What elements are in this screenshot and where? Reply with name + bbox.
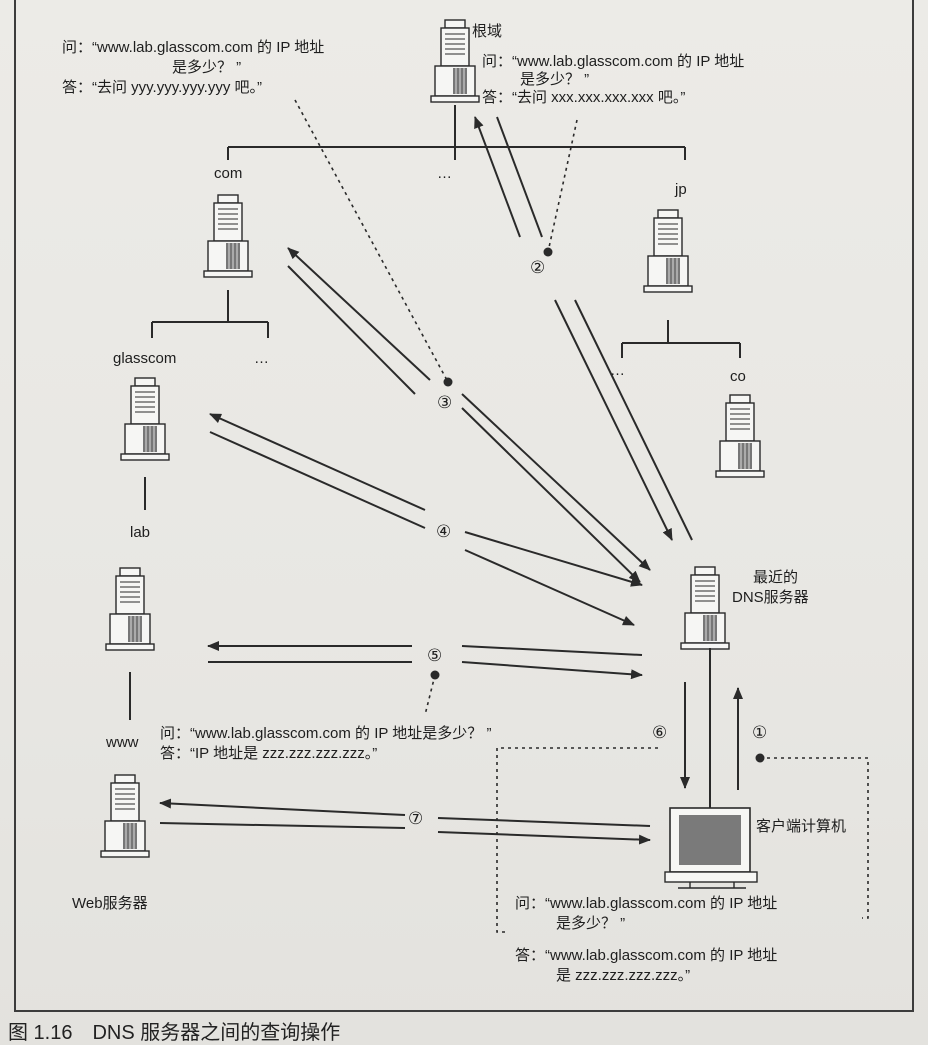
- client-computer-icon: [664, 807, 758, 889]
- top-left-question-cont: 是多少？ ”: [172, 59, 241, 76]
- co-label: co: [730, 368, 746, 385]
- glasscom-label: glasscom: [113, 350, 176, 367]
- figure-caption: 图 1.16 DNS 服务器之间的查询操作: [8, 1016, 340, 1045]
- root-domain-label: 根域: [472, 23, 502, 40]
- callout-dots: [430, 247, 765, 763]
- client-answer: 答：“www.lab.glasscom.com 的 IP 地址: [515, 947, 777, 964]
- lab-label: lab: [130, 524, 150, 541]
- step-2-label: ②: [530, 258, 545, 277]
- client-question-cont: 是多少？ ”: [556, 915, 625, 932]
- step-3-label: ③: [437, 393, 452, 412]
- web-server-label: Web服务器: [72, 895, 148, 912]
- figure-frame: [14, 0, 914, 1012]
- www-label: www: [105, 734, 139, 751]
- nearest-dns-label-line1: 最近的: [753, 569, 798, 586]
- lab-server-icon: [105, 567, 155, 651]
- step-1-label: ①: [752, 723, 767, 742]
- step-6-label: ⑥: [652, 723, 667, 742]
- glasscom-server-icon: [120, 377, 170, 461]
- callout-leaders: [294, 99, 869, 933]
- tree-connectors: [129, 105, 741, 720]
- top-left-answer: 答：“去问 yyy.yyy.yyy.yyy 吧。”: [62, 79, 262, 96]
- jp-server-icon: [643, 209, 693, 293]
- root-answer: 答：“去问 xxx.xxx.xxx.xxx 吧。”: [482, 89, 685, 106]
- nearest-dns-server-icon: [680, 566, 730, 650]
- com-ellipsis: …: [254, 350, 269, 367]
- root-ellipsis: …: [437, 165, 452, 182]
- lab-question: 问：“www.lab.glasscom.com 的 IP 地址是多少？ ”: [160, 725, 491, 742]
- client-computer-label: 客户端计算机: [756, 817, 846, 835]
- client-question: 问：“www.lab.glasscom.com 的 IP 地址: [515, 895, 777, 912]
- top-left-question: 问：“www.lab.glasscom.com 的 IP 地址: [62, 39, 324, 56]
- root-question-cont: 是多少？ ”: [520, 71, 589, 88]
- figure-number: 图 1.16: [8, 1022, 73, 1044]
- com-server-icon: [203, 194, 253, 278]
- query-arrows: [159, 116, 743, 845]
- step-4-label: ④: [436, 522, 451, 541]
- dns-query-diagram: 根域 com … jp glasscom … … co lab www Web服…: [62, 19, 869, 984]
- web-server-icon: [100, 774, 150, 858]
- co-server-icon: [715, 394, 765, 478]
- root-question: 问：“www.lab.glasscom.com 的 IP 地址: [482, 53, 744, 70]
- com-label: com: [214, 165, 242, 182]
- jp-ellipsis: …: [610, 362, 625, 379]
- nearest-dns-label-line2: DNS服务器: [732, 589, 809, 606]
- figure-title: DNS 服务器之间的查询操作: [92, 1022, 341, 1044]
- client-answer-cont: 是 zzz.zzz.zzz.zzz。”: [556, 967, 690, 984]
- jp-label: jp: [674, 181, 687, 198]
- step-7-label: ⑦: [408, 809, 423, 828]
- step-5-label: ⑤: [427, 646, 442, 665]
- lab-answer: 答：“IP 地址是 zzz.zzz.zzz.zzz。”: [160, 745, 377, 762]
